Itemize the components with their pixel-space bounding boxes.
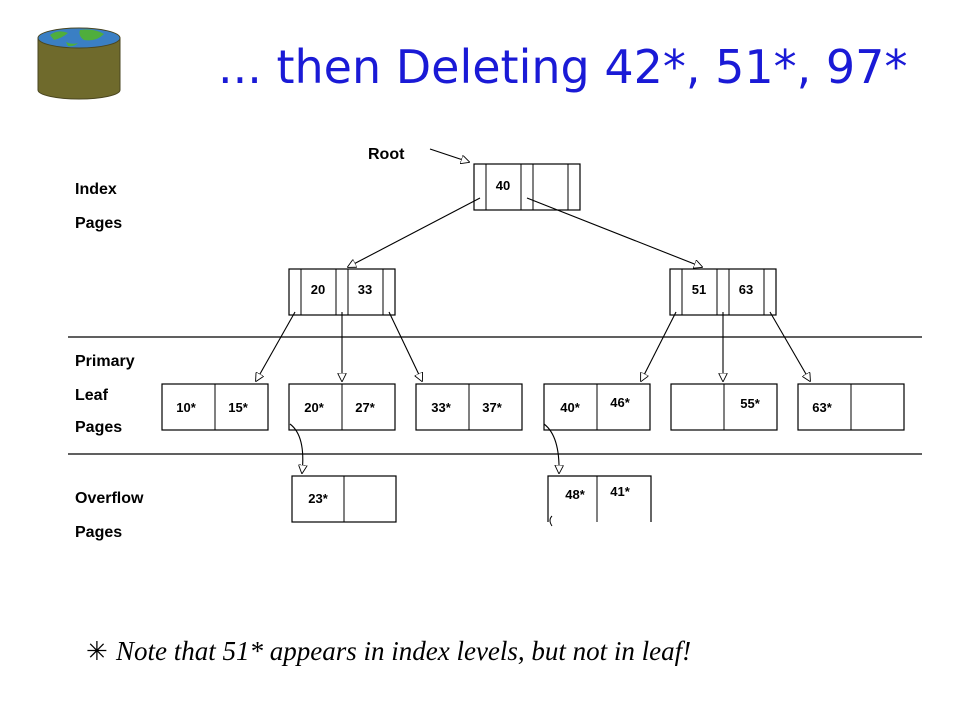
root-index-node: 40 xyxy=(473,163,581,211)
index-key: 63 xyxy=(739,282,753,297)
leaf-entry: 55* xyxy=(740,396,760,411)
index-key: 33 xyxy=(358,282,372,297)
tree-pointer-arrow xyxy=(256,311,296,381)
leaf-entry: 33* xyxy=(431,400,451,415)
overflow-page: 23* xyxy=(291,475,397,523)
pointer-arrows xyxy=(256,148,810,473)
tree-pointer-arrow xyxy=(348,197,481,267)
star-bullet-icon: ✳ xyxy=(86,637,108,666)
leaf-page: 55* xyxy=(670,383,778,431)
tree-pointer-arrow xyxy=(641,311,677,381)
level-label: Pages xyxy=(75,524,122,541)
tree-pointer-arrow xyxy=(769,311,810,381)
leaf-entry: 63* xyxy=(812,400,832,415)
root-pointer-arrow xyxy=(429,148,469,162)
leaf-entry: 37* xyxy=(482,400,502,415)
leaf-page: 33* 37* xyxy=(415,383,523,431)
leaf-page: 20* 27* xyxy=(288,383,396,431)
level-label: Primary xyxy=(75,353,135,370)
overflow-entry: 23* xyxy=(308,491,328,506)
leaf-page: 63* xyxy=(797,383,905,431)
overflow-pointer-arrow xyxy=(543,423,559,473)
leaf-entry: 20* xyxy=(304,400,324,415)
leaf-entry: 40* xyxy=(560,400,580,415)
level-label: Overflow xyxy=(75,490,144,507)
left-index-node: 20 33 xyxy=(288,268,396,316)
level-label: Pages xyxy=(75,215,122,232)
level-label: Index xyxy=(75,181,117,198)
overflow-entry: 48* xyxy=(565,487,585,502)
overflow-pointer-arrow xyxy=(289,423,303,473)
level-label: Leaf xyxy=(75,387,109,404)
note-text: Note that 51* appears in index levels, b… xyxy=(116,636,692,666)
right-index-node: 51 63 xyxy=(669,268,777,316)
leaf-entry: 46* xyxy=(610,395,630,410)
leaf-page: 40* 46* xyxy=(543,383,651,431)
index-key: 20 xyxy=(311,282,325,297)
index-key: 40 xyxy=(496,178,510,193)
leaf-entry: 27* xyxy=(355,400,375,415)
slide-title: ... then Deleting 42*, 51*, 97* xyxy=(218,40,908,94)
tree-pointer-arrow xyxy=(388,311,422,381)
leaf-entry: 15* xyxy=(228,400,248,415)
overflow-page: 48* 41* xyxy=(547,475,652,527)
note-line: ✳ Note that 51* appears in index levels, … xyxy=(86,636,691,667)
tree-pointer-arrow xyxy=(526,197,702,267)
root-label: Root xyxy=(368,146,405,163)
leaf-page: 10* 15* xyxy=(161,383,269,431)
overflow-entry: 41* xyxy=(610,484,630,499)
database-globe-icon xyxy=(37,27,121,100)
leaf-entry: 10* xyxy=(176,400,196,415)
index-key: 51 xyxy=(692,282,706,297)
level-label: Pages xyxy=(75,419,122,436)
